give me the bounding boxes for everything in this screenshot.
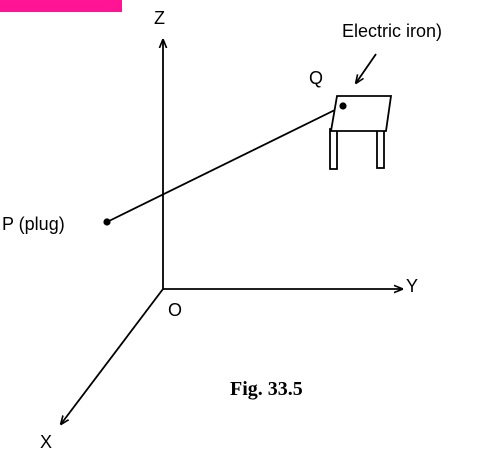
device-pointer-arrow bbox=[356, 53, 377, 83]
point-q-dot bbox=[339, 102, 347, 110]
point-p-dot bbox=[103, 218, 111, 226]
point-q-label: Q bbox=[309, 68, 323, 88]
electric-iron-icon bbox=[329, 95, 393, 170]
cable-line bbox=[106, 105, 344, 223]
figure-caption: Fig. 33.5 bbox=[230, 378, 303, 400]
x-axis bbox=[61, 288, 164, 424]
origin-label: O bbox=[168, 300, 182, 320]
accent-bar bbox=[0, 0, 122, 12]
x-axis-label: X bbox=[40, 432, 52, 452]
point-p-label: P (plug) bbox=[2, 214, 65, 234]
z-axis-label: Z bbox=[154, 8, 165, 28]
y-axis-label: Y bbox=[406, 276, 418, 296]
device-label: Electric iron) bbox=[342, 21, 442, 41]
